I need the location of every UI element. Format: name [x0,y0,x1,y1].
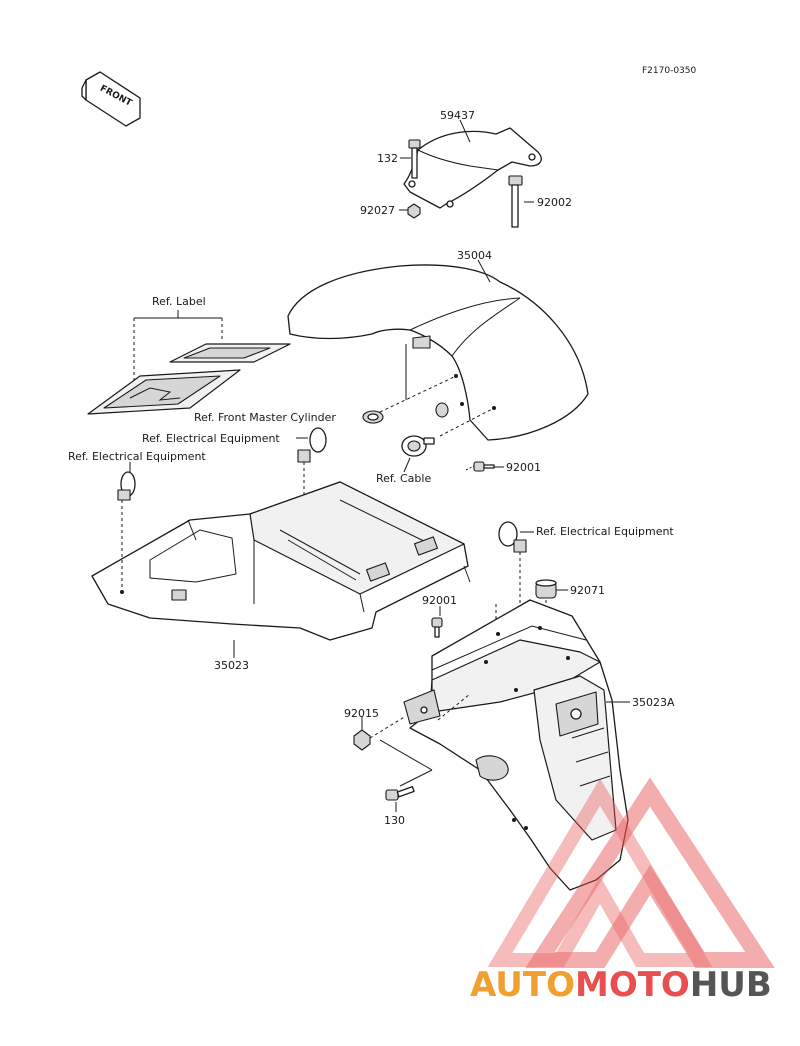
ref-cable-clamp [401,435,435,457]
decal-label-lower [87,369,241,415]
ref-electrical-clip-right [498,521,527,553]
bolt-130 [385,785,415,801]
watermark-part-auto: AUTO [470,965,575,1005]
rear-bracket [403,689,441,725]
nut-92015 [353,729,371,751]
inner-fender-35023 [91,481,471,641]
label-92002: 92002 [537,196,572,209]
label-92015: 92015 [344,707,379,720]
bracket-59437 [403,127,542,209]
label-35023: 35023 [214,659,249,672]
label-ref-electrical-3: Ref. Electrical Equipment [536,525,674,538]
nut-92027 [407,203,421,219]
watermark-part-hub: HUB [690,965,772,1005]
label-ref-label: Ref. Label [152,295,206,308]
label-ref-electrical-2: Ref. Electrical Equipment [142,432,280,445]
bolt-132 [408,139,421,179]
ref-electrical-clip-middle [297,427,327,463]
label-ref-electrical-1: Ref. Electrical Equipment [68,450,206,463]
rear-fender-35023A [409,599,629,891]
label-59437: 59437 [440,109,475,122]
label-92071: 92071 [570,584,605,597]
label-ref-front-master-cylinder: Ref. Front Master Cylinder [194,411,336,424]
grommet [435,402,449,418]
label-132: 132 [377,152,398,165]
watermark-part-moto: MOTO [575,965,690,1005]
label-92027: 92027 [360,204,395,217]
diagram-code: F2170-0350 [642,66,697,76]
ref-master-cylinder-clamp [362,410,384,424]
label-130: 130 [384,814,405,827]
label-ref-cable: Ref. Cable [376,472,431,485]
screw-92001-lower [431,617,443,638]
watermark-text: AUTOMOTOHUB [470,965,772,1005]
label-92001-b: 92001 [422,594,457,607]
label-92001-a: 92001 [506,461,541,474]
ref-electrical-clip-left [117,471,136,501]
label-35004: 35004 [457,249,492,262]
decal-label-upper [169,343,291,363]
grommet-92071 [535,579,557,599]
bolt-92002 [508,175,523,228]
front-fender-35004 [287,264,589,441]
front-arrow-icon: FRONT [81,71,141,127]
screw-92001-upper [465,461,495,472]
label-35023A: 35023A [632,696,675,709]
automotohub-watermark-logo [487,777,775,968]
